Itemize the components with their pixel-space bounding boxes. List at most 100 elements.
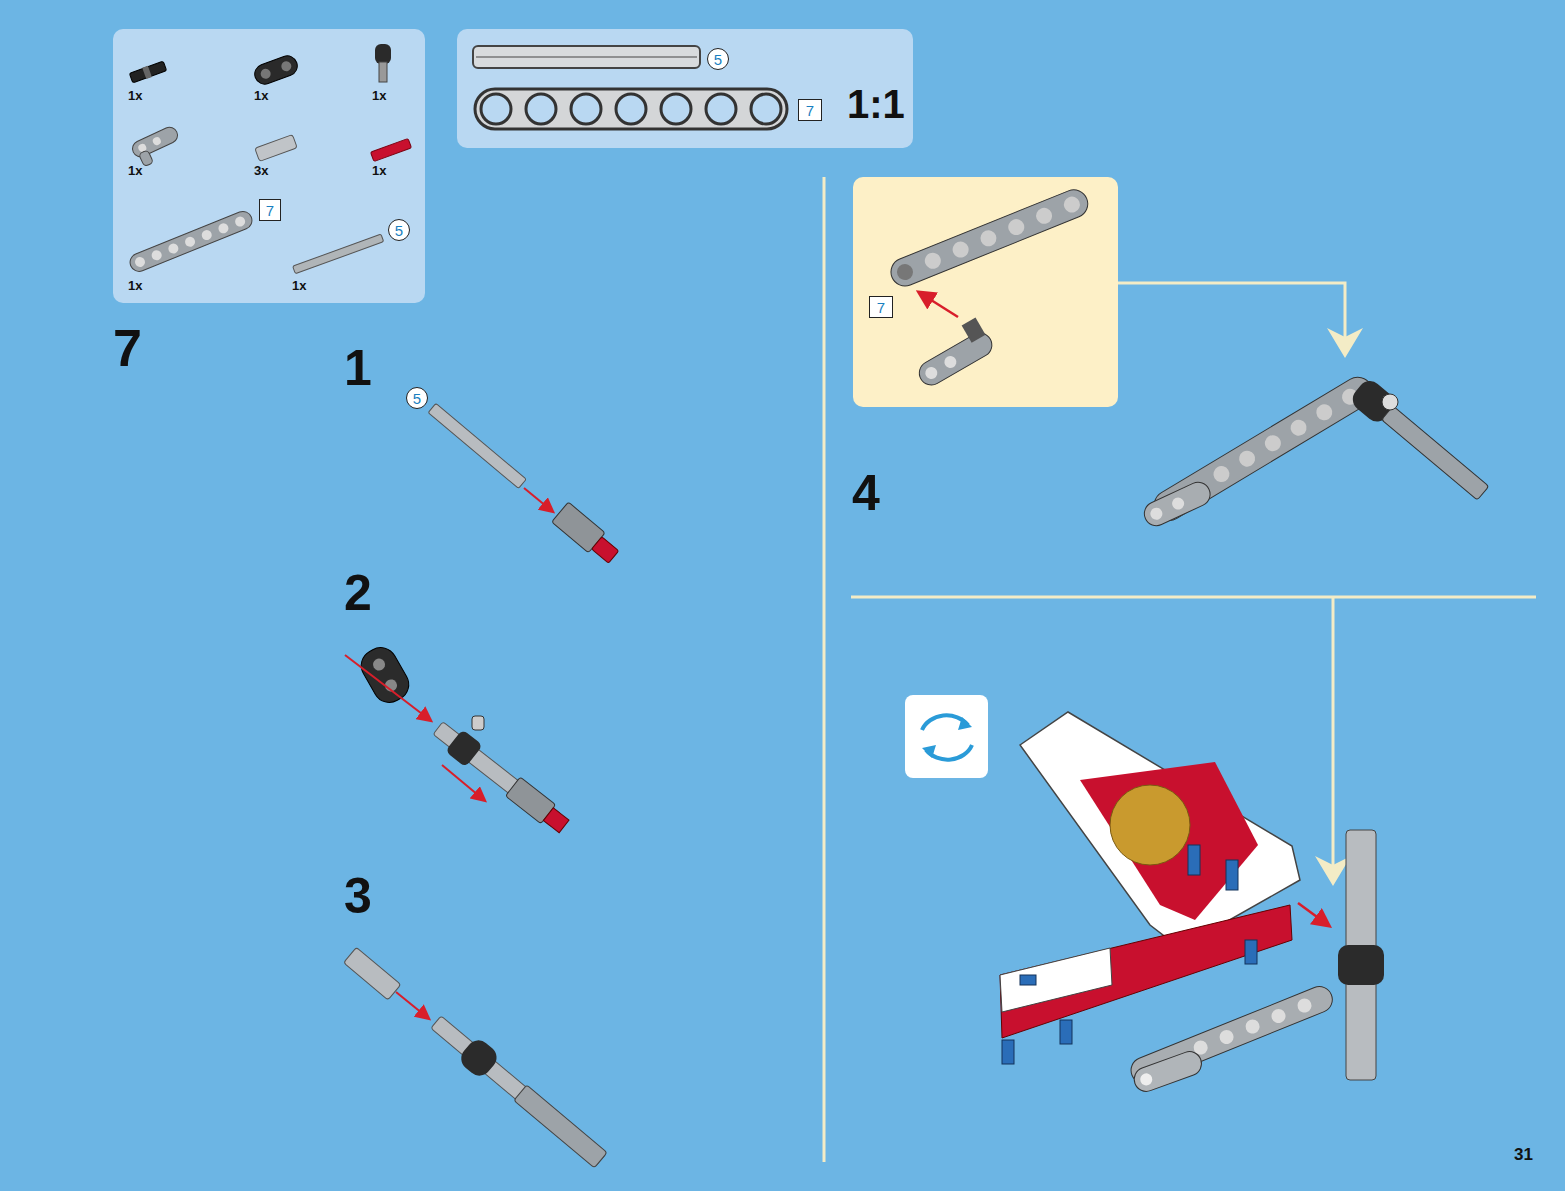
quantity-label: 1x bbox=[372, 164, 386, 177]
step-two-parts-part bbox=[371, 656, 387, 672]
scale-parts-part bbox=[571, 94, 601, 124]
callout-number: 5 bbox=[395, 223, 403, 238]
callout-number: 5 bbox=[413, 391, 421, 406]
panel-grounds bbox=[113, 29, 1118, 407]
tail-assembly-part bbox=[1217, 1028, 1235, 1046]
length-callout: 5 bbox=[388, 219, 410, 241]
part-icons-part bbox=[133, 255, 146, 268]
part-icons-part bbox=[259, 67, 272, 80]
part-icons-part bbox=[252, 53, 300, 87]
step-four-assembly-part bbox=[1210, 463, 1232, 485]
step-one-parts-part bbox=[428, 403, 526, 488]
scale-panel: 1:1 5 7 bbox=[457, 29, 913, 148]
step-two-parts-part bbox=[433, 722, 561, 827]
tail-assembly-part bbox=[1338, 945, 1384, 985]
callout-number: 7 bbox=[806, 103, 814, 118]
part-icons-part bbox=[129, 60, 167, 84]
scale-parts-part bbox=[526, 94, 556, 124]
part-icons-part bbox=[234, 215, 247, 228]
sub-build bbox=[887, 186, 1092, 390]
scale-parts-part bbox=[475, 89, 787, 129]
part-icons-part bbox=[370, 138, 411, 161]
step-number: 4 bbox=[852, 468, 880, 518]
step-two-parts-part bbox=[543, 808, 569, 833]
panel-grounds-part bbox=[853, 177, 1118, 407]
part-icons-part bbox=[293, 234, 384, 274]
tail-assembly-part bbox=[1131, 1048, 1205, 1094]
scale-label: 1:1 bbox=[847, 84, 905, 124]
part-icons-part bbox=[217, 222, 230, 235]
parts-panel: 1x1x1x1x3x1x1x1x75 bbox=[113, 29, 425, 303]
sub-build-part bbox=[1006, 217, 1027, 238]
step-number: 2 bbox=[344, 568, 372, 618]
divider-lines-part bbox=[1118, 283, 1345, 352]
scale-parts-part bbox=[706, 94, 736, 124]
sub-build-part bbox=[887, 186, 1092, 291]
step-three-parts-part bbox=[456, 1035, 501, 1080]
step-four-assembly-part bbox=[1170, 496, 1186, 512]
part-icons-part bbox=[127, 209, 254, 274]
callout-number: 7 bbox=[877, 300, 885, 315]
sub-build-part bbox=[923, 365, 939, 381]
sub-build-part bbox=[915, 329, 996, 390]
scale-parts-part bbox=[616, 94, 646, 124]
tail-assembly bbox=[1000, 712, 1384, 1095]
sub-build-part bbox=[950, 239, 971, 260]
scale-parts-part bbox=[661, 94, 691, 124]
sub-build-part bbox=[978, 228, 999, 249]
step-four-assembly-part bbox=[1148, 506, 1164, 522]
tail-assembly-part bbox=[1020, 975, 1036, 985]
step-one-parts-part bbox=[592, 537, 619, 563]
part-icons-part bbox=[379, 62, 387, 82]
part-icons-part bbox=[130, 125, 180, 160]
divider-lines-part bbox=[1332, 597, 1335, 880]
step-four-assembly-part bbox=[1262, 432, 1284, 454]
tail-assembly-part bbox=[1188, 845, 1200, 875]
part-icons-part bbox=[200, 229, 213, 242]
rotate-icon-part bbox=[958, 717, 972, 730]
scale-parts-part bbox=[481, 94, 781, 124]
step-four-assembly-part bbox=[1348, 376, 1493, 505]
part-icons-part bbox=[151, 136, 162, 147]
part-icons-part bbox=[130, 125, 184, 169]
part-icons-part bbox=[127, 209, 254, 274]
step-four-assembly-part bbox=[1149, 372, 1379, 526]
step-three-parts-part bbox=[344, 947, 401, 1000]
step-three-parts-part bbox=[344, 947, 401, 1000]
step-four-assembly-part bbox=[1313, 401, 1335, 423]
length-callout: 7 bbox=[798, 99, 822, 121]
scale-parts-part bbox=[473, 46, 700, 68]
sub-build-part bbox=[908, 316, 996, 389]
panel-grounds-part bbox=[113, 29, 425, 303]
callout-number: 5 bbox=[714, 52, 722, 67]
length-callout: 5 bbox=[707, 48, 729, 70]
step-three-parts-part bbox=[426, 1010, 611, 1173]
step-two-parts-part bbox=[442, 765, 484, 800]
part-icons-part bbox=[375, 44, 391, 64]
tail-assembly-part bbox=[1080, 762, 1258, 920]
quantity-label: 1x bbox=[128, 89, 142, 102]
step-four-assembly-part bbox=[1288, 417, 1310, 439]
step-four-assembly-part bbox=[1140, 478, 1214, 529]
tail-assembly-part bbox=[1295, 996, 1313, 1014]
step-two-parts-part bbox=[445, 729, 483, 767]
part-icons-part bbox=[167, 242, 180, 255]
step-three-parts bbox=[344, 947, 611, 1172]
part-icons-part bbox=[293, 234, 384, 274]
step-one-parts-part bbox=[428, 403, 526, 488]
quantity-label: 1x bbox=[372, 89, 386, 102]
scale-parts-part bbox=[476, 56, 697, 58]
step-one-parts bbox=[428, 403, 622, 567]
callout-number: 7 bbox=[266, 203, 274, 218]
part-icons-part bbox=[255, 135, 297, 162]
length-callout: 7 bbox=[869, 296, 893, 318]
step-two-parts-part bbox=[345, 655, 430, 720]
tail-assembly-part bbox=[1060, 1020, 1072, 1044]
step-group-number: 7 bbox=[113, 322, 142, 374]
panel-grounds-part bbox=[457, 29, 913, 148]
sub-build-part bbox=[922, 250, 943, 271]
rotate-icon-part bbox=[905, 695, 988, 778]
step-two-parts-part bbox=[472, 716, 484, 730]
part-icons-part bbox=[129, 61, 166, 83]
step-three-parts-part bbox=[396, 992, 428, 1018]
